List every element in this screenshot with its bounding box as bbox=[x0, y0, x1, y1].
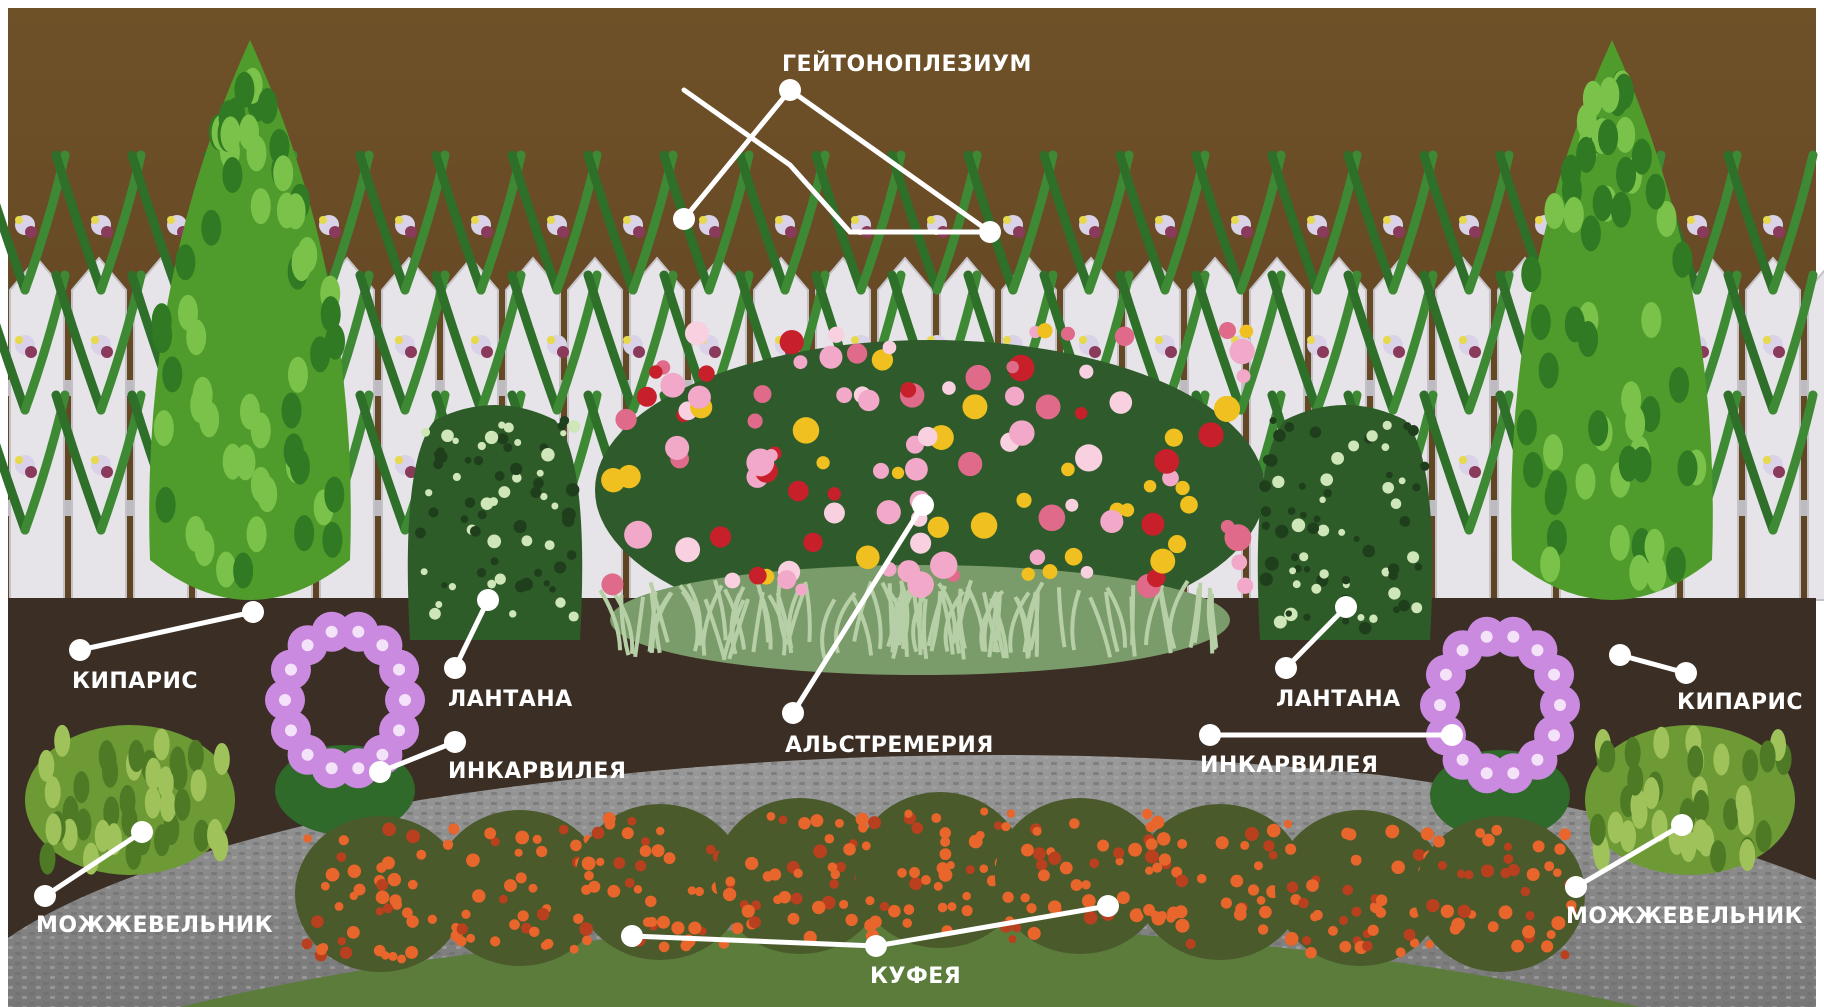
label-alstroemeria: АЛЬСТРЕМЕРИЯ bbox=[785, 733, 994, 758]
cuphea-row bbox=[295, 792, 1585, 972]
label-juniper-left: МОЖЖЕВЕЛЬНИК bbox=[36, 913, 273, 938]
label-cypress-right: КИПАРИС bbox=[1677, 690, 1803, 715]
label-incarvillea-right: ИНКАРВИЛЕЯ bbox=[1200, 753, 1378, 778]
juniper-right bbox=[1585, 725, 1795, 875]
juniper-left bbox=[25, 725, 235, 875]
label-cypress-left: КИПАРИС bbox=[72, 669, 198, 694]
label-lantana-left: ЛАНТАНА bbox=[448, 687, 573, 712]
label-cuphea: КУФЕЯ bbox=[870, 964, 961, 989]
label-lantana-right: ЛАНТАНА bbox=[1276, 687, 1401, 712]
label-incarvillea-left: ИНКАРВИЛЕЯ bbox=[448, 759, 626, 784]
label-geitonoplesium: ГЕЙТОНОПЛЕЗИУМ bbox=[782, 51, 1032, 77]
label-juniper-right: МОЖЖЕВЕЛЬНИК bbox=[1566, 904, 1803, 929]
